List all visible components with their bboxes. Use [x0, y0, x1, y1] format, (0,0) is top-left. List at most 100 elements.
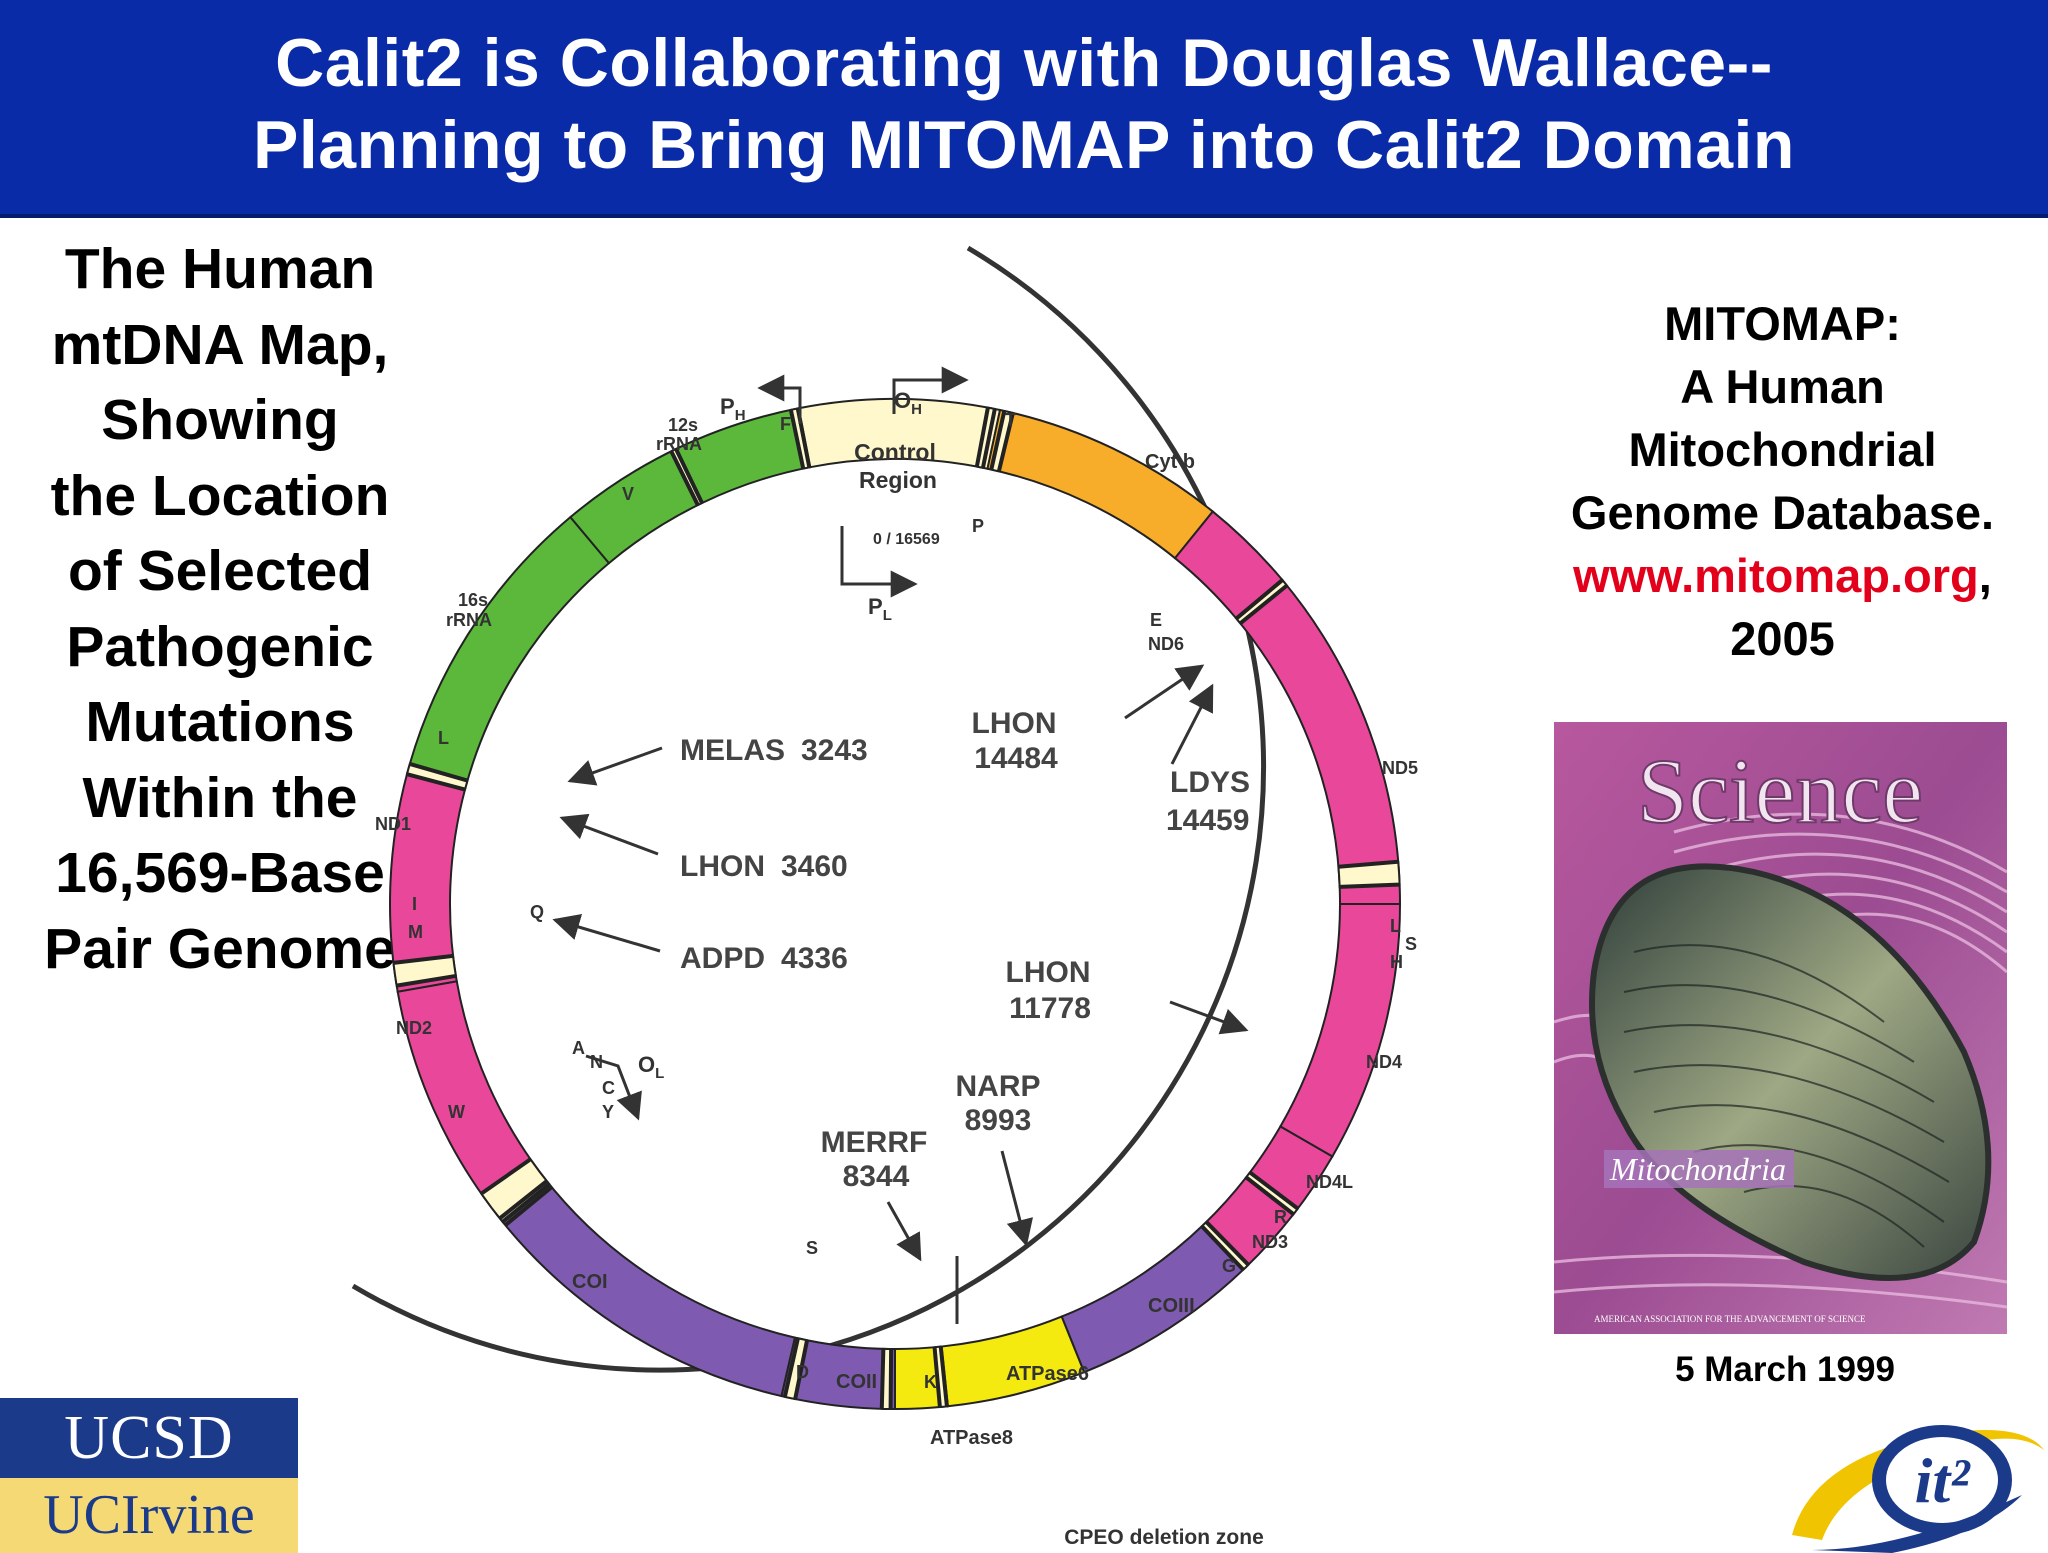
left-caption-line: Within the: [82, 765, 358, 830]
left-caption-line: Pathogenic: [66, 614, 374, 679]
trna-band-e-edge: [1235, 578, 1284, 621]
left-caption-line: of Selected: [67, 539, 373, 603]
segment-atpase6: [940, 1315, 1086, 1408]
trna-band-p-edge: [980, 408, 997, 469]
arrow-lhon-3460: [559, 813, 659, 856]
trna-tick-y: [504, 1185, 553, 1227]
gene-label-g: G: [1222, 1256, 1236, 1276]
mutation-lhon-14484-pos: 14484: [974, 742, 1058, 775]
trna-tick-c: [498, 1179, 548, 1220]
right-caption-line: MITOMAP:: [1664, 297, 1901, 350]
cover-footer: AMERICAN ASSOCIATION FOR THE ADVANCEMENT…: [1594, 1314, 1866, 1324]
trna-band-d-edge: [888, 1348, 894, 1409]
mutation-narp-pos: 8993: [965, 1104, 1032, 1137]
ucsd-logo: UCSD: [0, 1398, 298, 1478]
right-caption-line: Mitochondrial: [1628, 423, 1937, 476]
gene-label-e: E: [1150, 610, 1162, 630]
segment-nd4: [1279, 903, 1402, 1158]
trna-band-k-edge: [938, 1346, 949, 1407]
control-region-label: Region: [859, 467, 937, 493]
calit2-logo: it²: [1792, 1425, 2044, 1553]
trna-band-iqm-edge: [393, 953, 454, 965]
uci-logo: UCIrvine: [0, 1478, 298, 1553]
trna-band-wanc-edge: [501, 1182, 551, 1224]
gene-label-coi: COI: [572, 1271, 608, 1293]
gene-label-atpase6: ATPase6: [1006, 1363, 1089, 1385]
cover-masthead: Science: [1637, 740, 1923, 842]
segment-16s-rrna: [405, 515, 611, 791]
cover-date: 5 March 1999: [1675, 1350, 1895, 1389]
ucsd-uci-logo: UCSD UCIrvine: [0, 1398, 298, 1553]
gene-label-q: Q: [530, 902, 544, 922]
right-caption: MITOMAP: A Human Mitochondrial Genome Da…: [1530, 292, 2035, 670]
gene-label-coiii: COIII: [1148, 1295, 1195, 1317]
mutation-ldys-name: LDYS: [1170, 766, 1250, 799]
url-comma: ,: [1978, 549, 1992, 602]
trna-band-k-edge: [932, 1347, 942, 1408]
gene-label-nd6: ND6: [1148, 634, 1184, 654]
ph-label: PH: [720, 394, 746, 424]
trna-band-r: [1244, 1171, 1300, 1216]
title-banner: Calit2 is Collaborating with Douglas Wal…: [0, 0, 2048, 218]
gene-label-cytb: Cyt b: [1145, 451, 1195, 473]
gene-label-16s: rRNA: [446, 610, 492, 630]
left-caption-line: mtDNA Map,: [51, 312, 389, 377]
gene-label-m: M: [408, 922, 423, 942]
gene-label-n: N: [590, 1052, 603, 1072]
trna-band-p-edge: [974, 407, 990, 467]
gene-label-atpase8: ATPase8: [930, 1427, 1013, 1449]
gene-label-k: K: [924, 1372, 937, 1392]
oh-label: OH: [894, 388, 922, 418]
trna-band-r-edge: [1244, 1175, 1295, 1216]
pl-label: PL: [868, 594, 892, 624]
mitomap-link[interactable]: www.mitomap.org: [1573, 549, 1979, 602]
trna-band-s1-edge: [793, 1339, 810, 1400]
gene-label-12s: rRNA: [656, 434, 702, 454]
trna-band-d-edge: [879, 1348, 886, 1409]
trna-band-g: [1200, 1220, 1250, 1272]
segment-nd5: [1234, 577, 1402, 905]
gene-label-s1: S: [806, 1238, 818, 1258]
gene-label-h: H: [1390, 952, 1403, 972]
segment-coi: [495, 1176, 797, 1398]
left-caption-line: Showing: [101, 388, 339, 452]
cpeo-deletion-arc: [351, 245, 1267, 1373]
gene-label-t: T: [1005, 410, 1016, 430]
gene-label-f: F: [780, 414, 791, 434]
trna-band-l1-edge: [409, 762, 469, 783]
trna-band-r-edge: [1248, 1170, 1299, 1211]
ol-label: OL: [638, 1052, 664, 1082]
pl-arrow: [840, 526, 918, 598]
trna-band-g-edge: [1204, 1220, 1250, 1267]
gene-label-nd4l: ND4L: [1306, 1172, 1353, 1192]
arrow-adpd: [552, 913, 661, 953]
mutation-merrf-name: MERRF: [821, 1126, 928, 1159]
cpeo-deletion-zone-label: CPEO deletion zone: [1064, 1526, 1264, 1549]
trna-band-lsh-edge: [1339, 882, 1400, 889]
mutation-lhon-14484-name: LHON: [972, 707, 1057, 740]
trna-band-v-edge: [669, 450, 700, 506]
trna-band-wanc-edge: [480, 1157, 532, 1196]
mutation-ldys-pos: 14459: [1166, 804, 1249, 837]
arrow-lhon-14484: [1124, 664, 1205, 720]
science-cover-image: Mitochondria Science AMERICAN ASSOCIATIO…: [1554, 722, 2007, 1334]
gene-label-16s: 16s: [458, 590, 488, 610]
gene-label-w: W: [448, 1102, 465, 1122]
gene-label-12s: 12s: [668, 415, 698, 435]
trna-band-v-edge: [674, 448, 704, 504]
title-line-2: Planning to Bring MITOMAP into Calit2 Do…: [253, 107, 1795, 183]
trna-band-g-edge: [1200, 1224, 1245, 1272]
mutation-narp-name: NARP: [955, 1070, 1040, 1103]
gene-label-l2: L: [1390, 916, 1401, 936]
trna-band-s1-edge: [782, 1337, 800, 1398]
trna-band-t-edge: [989, 410, 1007, 470]
trna-band-t-edge: [996, 412, 1015, 472]
gene-label-v: V: [622, 484, 634, 504]
trna-band-lsh-edge: [1338, 859, 1399, 869]
arrow-merrf: [886, 1201, 922, 1262]
gene-label-nd2: ND2: [396, 1018, 432, 1038]
gene-label-d: D: [796, 1362, 809, 1382]
mutation-lhon-11778-pos: 11778: [1009, 992, 1091, 1025]
